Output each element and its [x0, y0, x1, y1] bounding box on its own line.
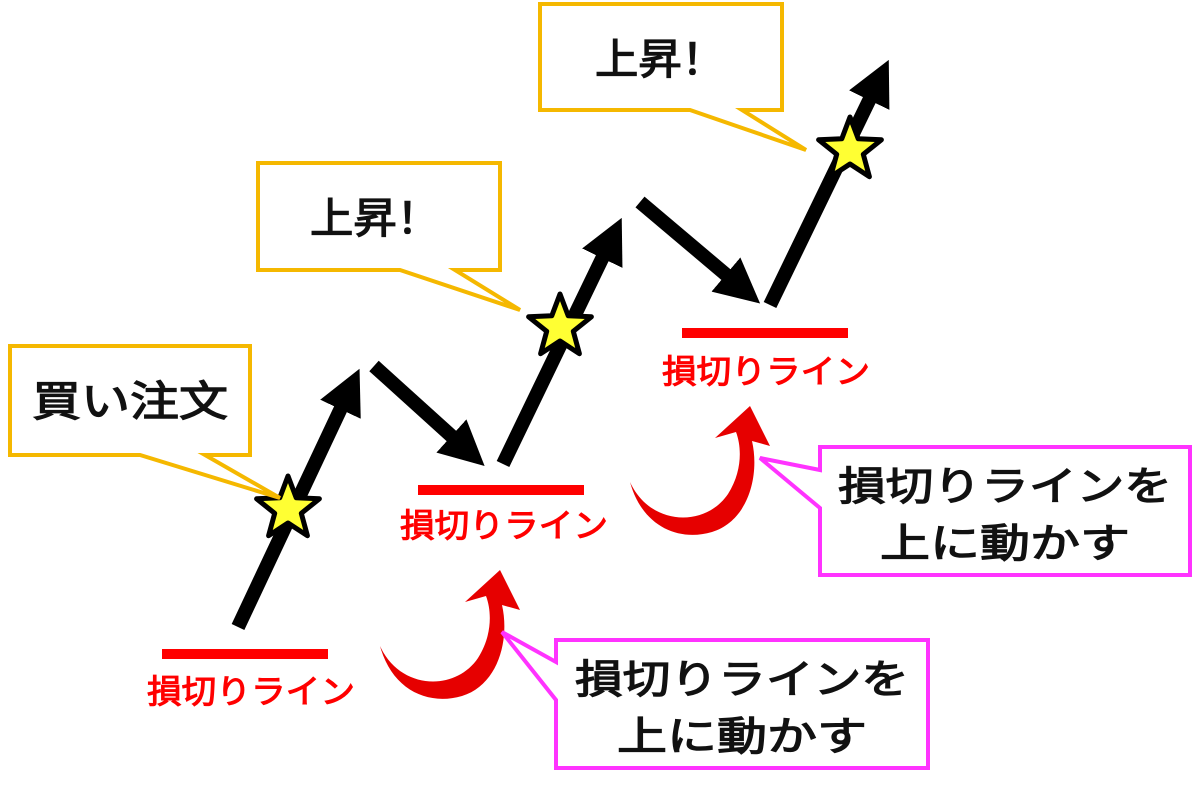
- star-icon: [526, 291, 594, 357]
- stop-loss-label: 損切りライン: [147, 672, 355, 711]
- stop-loss-label: 損切りライン: [662, 352, 870, 391]
- instruction-bubble: [758, 445, 1192, 577]
- instruction-line-1: 損切りラインを: [575, 657, 909, 703]
- instruction-move-up-2: 損切りラインを 上に動かす: [758, 445, 1192, 577]
- instruction-bubble: [500, 630, 930, 770]
- curved-up-arrow-icon: [630, 406, 770, 535]
- stop-loss-bar: [418, 485, 584, 495]
- trend-arrow-down-1: [369, 360, 485, 467]
- callout-rise-2: 上昇！: [538, 2, 808, 152]
- stop-loss-line-1: 損切りライン: [147, 649, 355, 711]
- callout-text: 上昇！: [310, 194, 440, 243]
- stop-loss-bar: [682, 328, 848, 338]
- star-icon: [816, 114, 884, 180]
- trend-arrow-down-2: [635, 196, 761, 304]
- callout-buy-order: 買い注文: [8, 344, 281, 500]
- callout-text: 買い注文: [32, 377, 228, 426]
- instruction-line-2: 上に動かす: [880, 521, 1130, 567]
- instruction-move-up-1: 損切りラインを 上に動かす: [500, 630, 930, 770]
- stop-loss-line-2: 損切りライン: [400, 485, 608, 545]
- instruction-line-2: 上に動かす: [617, 714, 867, 760]
- callout-bubble: [256, 161, 522, 312]
- callout-bubble: [8, 344, 281, 500]
- star-markers: [254, 114, 884, 539]
- stop-loss-label: 損切りライン: [400, 506, 608, 545]
- stop-loss-bar: [162, 649, 328, 659]
- trend-arrow-up-2: [496, 217, 623, 468]
- callout-text: 上昇！: [595, 35, 725, 84]
- callout-bubble: [538, 2, 808, 152]
- instruction-line-1: 損切りラインを: [838, 464, 1172, 510]
- star-icon: [254, 473, 322, 539]
- callout-rise-1: 上昇！: [256, 161, 522, 312]
- curved-up-arrow-icon: [380, 570, 520, 699]
- trend-arrow-up-3: [763, 59, 890, 309]
- stop-loss-line-3: 損切りライン: [662, 328, 870, 391]
